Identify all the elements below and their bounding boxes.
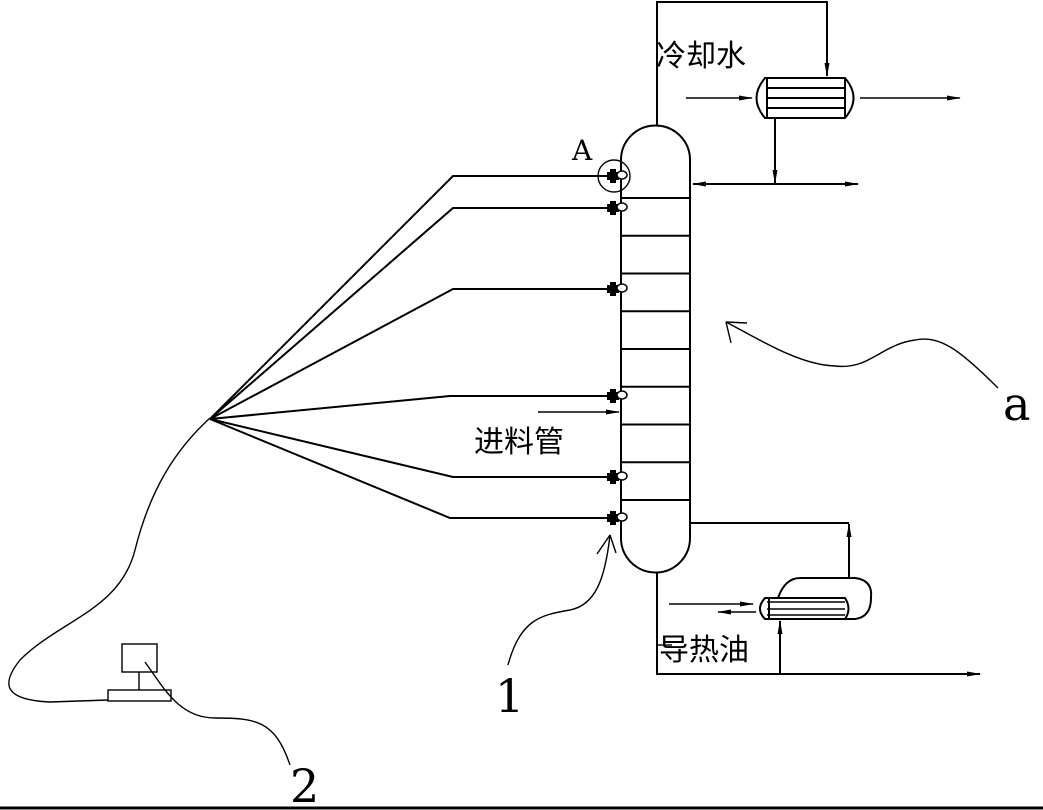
sensor-wire <box>209 207 608 420</box>
temperature-sensor <box>607 169 628 183</box>
temperature-sensors <box>607 169 628 525</box>
monitor-cable <box>8 417 211 703</box>
label-ref-a: a <box>1003 377 1030 431</box>
condenser <box>686 77 961 187</box>
label-heat-transfer-oil: 导热油 <box>659 633 749 668</box>
temperature-sensor <box>607 470 628 484</box>
column-shell <box>620 124 691 574</box>
sensor-wire <box>209 288 608 420</box>
temperature-sensor <box>607 389 628 403</box>
label-cooling-water: 冷却水 <box>656 39 746 74</box>
leader-1 <box>507 534 611 666</box>
sensor-wire <box>209 418 608 519</box>
monitor-screen <box>121 643 158 673</box>
temperature-sensor <box>607 282 628 296</box>
leader-2 <box>144 661 291 766</box>
sensor-wires <box>209 175 608 519</box>
leader-a <box>725 321 999 389</box>
label-feed-pipe: 进料管 <box>474 425 564 460</box>
sensor-wire <box>209 395 608 420</box>
sensor-wire <box>209 175 608 420</box>
reboiler <box>656 522 981 677</box>
detail-circle-a <box>597 159 631 193</box>
label-ref-1: 1 <box>495 669 524 723</box>
label-ref-2: 2 <box>290 759 319 810</box>
sensor-wire <box>209 418 608 478</box>
monitor-terminal <box>107 643 172 702</box>
column-trays <box>621 197 690 501</box>
monitor-base <box>107 689 172 702</box>
temperature-sensor <box>607 201 628 215</box>
distillation-column <box>620 124 691 574</box>
overhead-line <box>656 1 830 126</box>
label-detail-a: A <box>571 134 593 167</box>
temperature-sensor <box>607 511 628 525</box>
